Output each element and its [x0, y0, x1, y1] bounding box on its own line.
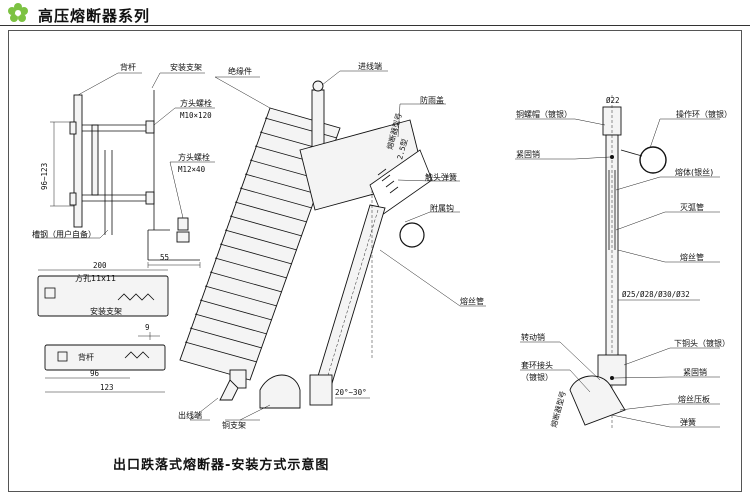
- label-back-rod: 背杆: [120, 62, 136, 72]
- label-bolt-spec-1: M10×120: [180, 111, 212, 120]
- fuse-tube-section-drawing: [569, 95, 700, 430]
- bracket-plan-views: [37, 269, 169, 393]
- label-dim-9: 9: [145, 323, 150, 332]
- label-dim-96-123: 96~123: [40, 163, 49, 190]
- label-spring: 弹簧: [680, 417, 696, 427]
- label-square-bolt-2: 方头螺栓: [178, 152, 210, 162]
- label-square-bolt-1: 方头螺栓: [180, 98, 212, 108]
- label-inlet-terminal: 进线端: [358, 61, 382, 71]
- label-fuse-tube-right: 熔丝管: [680, 252, 704, 262]
- label-dim-200: 200: [93, 261, 107, 270]
- label-mount-bracket: 安装支架: [170, 62, 202, 72]
- label-fastening-pin-1: 紧固销: [516, 149, 540, 159]
- header-divider: [0, 25, 750, 26]
- label-fuse-tube-left: 熔丝管: [460, 296, 484, 306]
- mounting-bracket-drawing: [50, 90, 201, 268]
- label-tube-diameters: Ø25/Ø28/Ø30/Ø32: [622, 290, 690, 299]
- label-arc-tube: 灭弧管: [680, 202, 704, 212]
- diagram-caption: 出口跌落式熔断器-安装方式示意图: [113, 458, 330, 473]
- label-lower-tube-model: 熔断器型号: [548, 390, 567, 429]
- label-outlet-terminal: 出线端: [178, 410, 202, 420]
- leader-lines: [35, 70, 720, 428]
- porcelain-insulator-drawing: [179, 107, 341, 389]
- label-operating-ring: 操作环（镀银）: [676, 109, 732, 119]
- label-ring-joint-silver: （镀银）: [521, 372, 553, 382]
- label-mount-bracket-2: 安装支架: [90, 306, 122, 316]
- label-aux-hook: 附属钩: [430, 203, 454, 213]
- label-fastening-pin-2: 紧固销: [683, 367, 707, 377]
- label-rain-cover: 防雨盖: [420, 95, 444, 105]
- label-copper-bracket: 铜支架: [222, 420, 246, 430]
- label-angle: 20°~30°: [335, 388, 367, 397]
- page-header: 高压熔断器系列: [0, 0, 750, 26]
- label-back-rod-2: 背杆: [78, 352, 94, 362]
- label-fuse-element: 熔体(银丝): [675, 167, 713, 177]
- page-title: 高压熔断器系列: [38, 7, 151, 25]
- label-fuse-clamp: 熔丝压板: [678, 394, 710, 404]
- diagram-labels: 背杆 安装支架 绝缘件 进线端 方头螺栓 M10×120 防雨盖 方头螺栓 M1…: [32, 61, 732, 430]
- flower-logo-icon: [8, 3, 28, 22]
- fuse-tube-drawing: [219, 80, 433, 409]
- label-dim-123: 123: [100, 383, 114, 392]
- label-insulator: 绝缘件: [228, 66, 252, 76]
- label-pivot-pin: 转动销: [521, 332, 545, 342]
- diagram-frame: [8, 30, 742, 492]
- label-square-hole: 方孔11x11: [75, 273, 116, 283]
- label-dim-55: 55: [160, 253, 169, 262]
- label-contact-spring: 触头弹簧: [425, 172, 457, 182]
- label-dim-96: 96: [90, 369, 100, 378]
- label-copper-nut: 铜螺帽（镀银）: [516, 109, 572, 119]
- label-bolt-spec-2: M12×40: [178, 165, 206, 174]
- label-ring-joint: 套环接头: [521, 360, 553, 370]
- label-channel-steel: 槽钢（用户自备）: [32, 229, 96, 239]
- label-diameter-22: Ø22: [606, 96, 620, 105]
- label-lower-copper-head: 下铜头（镀银）: [674, 338, 730, 348]
